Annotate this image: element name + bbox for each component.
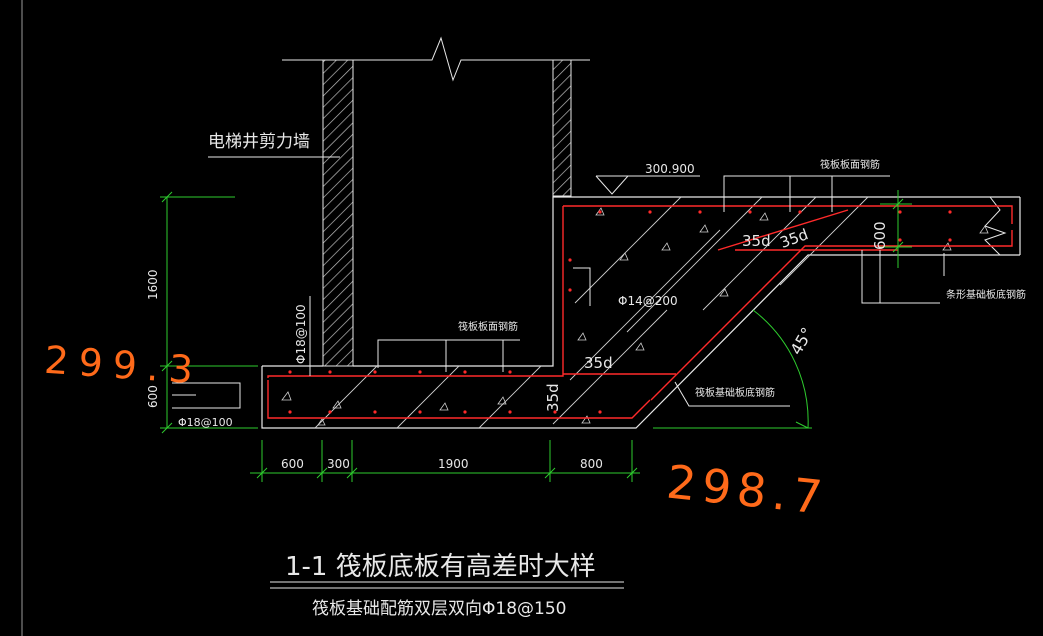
rebar-dots <box>288 210 952 414</box>
anchor-35d-label-2: 35d <box>778 225 811 252</box>
dim-seg-300: 300 <box>327 457 350 471</box>
strip-bottom-rebar-label: 条形基础板底钢筋 <box>946 288 1026 301</box>
dim-height-600: 600 <box>146 385 160 408</box>
anchor-upper-diag <box>717 209 849 251</box>
break-line <box>282 36 590 82</box>
handwritten-right-value: 298.7 <box>664 454 830 525</box>
anchor-35d-label-3: 35d <box>584 354 613 372</box>
top-rebar-lower <box>267 330 564 378</box>
dim-seg-1900: 1900 <box>438 457 469 471</box>
rebars <box>267 205 1013 419</box>
handwritten-left-value: 299.3 <box>43 338 204 393</box>
top-rebar-lower-label: 筏板板面钢筋 <box>458 320 518 333</box>
dimension-lines <box>160 190 912 482</box>
aggregate-marks <box>281 207 989 426</box>
anchor-35d-label-4: 35d <box>544 383 562 412</box>
detail-title: 1-1 筏板底板有高差时大样 <box>285 552 596 582</box>
dim-seg-600: 600 <box>281 457 304 471</box>
top-rebar-upper <box>563 205 1013 224</box>
dim-seg-800: 800 <box>580 457 603 471</box>
bar-phi14-label: Φ14@200 <box>618 294 678 308</box>
wall-name-label: 电梯井剪力墙 <box>208 132 310 152</box>
bottom-rebar-left <box>267 380 651 419</box>
dim-height-1600: 1600 <box>146 269 160 300</box>
raft-bottom-rebar-label: 筏板基础板底钢筋 <box>695 386 775 399</box>
anchor-35d-label-1: 35d <box>742 232 771 250</box>
thickness-label: 600 <box>871 221 889 250</box>
shear-wall <box>282 36 590 367</box>
slab-outline <box>261 196 1021 429</box>
bottom-rebar-slope <box>650 230 1013 401</box>
bar-phi18-vertical-label: Φ18@100 <box>294 304 308 364</box>
leader-lines <box>172 156 945 589</box>
elevation-label: 300.900 <box>645 162 695 176</box>
top-rebar-upper-label: 筏板板面钢筋 <box>820 158 880 171</box>
detail-subtitle: 筏板基础配筋双层双向Φ18@150 <box>312 599 566 619</box>
bar-phi18-left-label: Φ18@100 <box>178 416 233 429</box>
elevation-symbol <box>595 175 630 195</box>
